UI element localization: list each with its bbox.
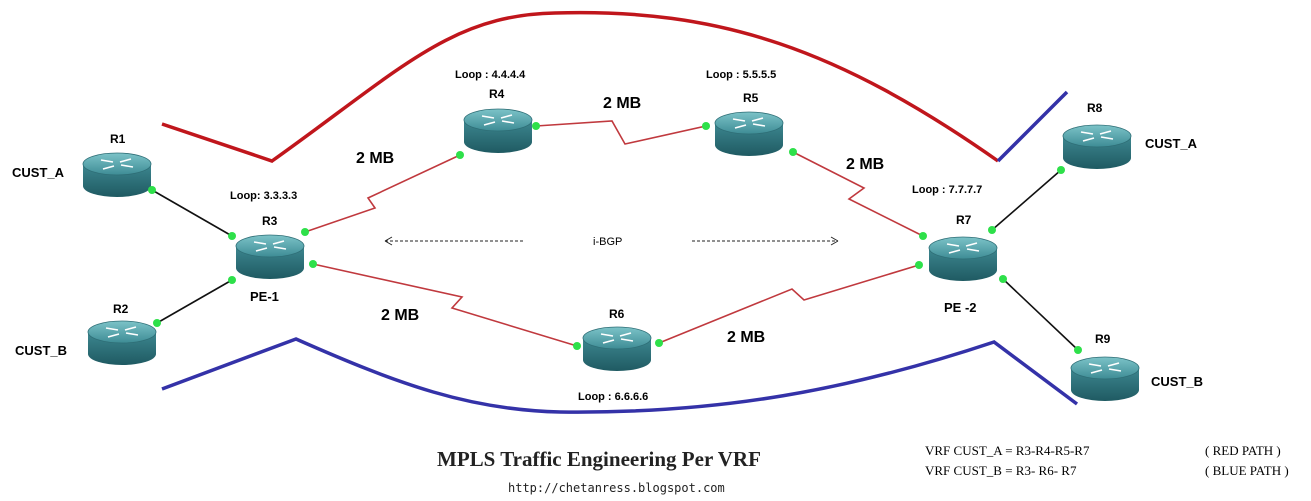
router-r5 — [714, 111, 784, 157]
r5-label: R5 — [743, 91, 759, 105]
port-dot — [532, 122, 540, 130]
router-r7 — [928, 236, 998, 282]
r3-label: R3 — [262, 214, 278, 228]
red-path-blue-tail — [996, 90, 1069, 163]
r6-loop-label: Loop : 6.6.6.6 — [578, 391, 648, 403]
r1-cust-label: CUST_A — [12, 165, 65, 180]
port-dot — [702, 122, 710, 130]
source-url: http://chetanress.blogspot.com — [508, 481, 725, 495]
r7-pe-label: PE -2 — [944, 300, 977, 315]
port-dot — [1074, 346, 1082, 354]
port-dot — [228, 232, 236, 240]
r8-cust-label: CUST_A — [1145, 136, 1198, 151]
r7-loop-label: Loop : 7.7.7.7 — [912, 184, 982, 196]
r5-loop-label: Loop : 5.5.5.5 — [706, 69, 776, 81]
r8-label: R8 — [1087, 101, 1103, 115]
router-r4 — [463, 108, 533, 154]
port-dot — [228, 276, 236, 284]
port-dot — [915, 261, 923, 269]
ibgp-label: i-BGP — [593, 236, 622, 248]
r7-label: R7 — [956, 213, 972, 227]
link-r5-r7-bandwidth: 2 MB — [846, 156, 884, 173]
router-r3 — [235, 234, 305, 280]
legend-path-b: ( BLUE PATH ) — [1205, 463, 1289, 478]
router-r6 — [582, 326, 652, 372]
port-dot — [789, 148, 797, 156]
port-dot — [456, 151, 464, 159]
port-dot — [148, 186, 156, 194]
port-dot — [301, 228, 309, 236]
link-r1-r3 — [151, 189, 233, 237]
r2-cust-label: CUST_B — [15, 343, 67, 358]
port-dot — [655, 339, 663, 347]
link-r3-r4-bandwidth: 2 MB — [356, 150, 394, 167]
r6-label: R6 — [609, 307, 625, 321]
ibgp-arrowhead-right — [830, 236, 839, 246]
blue-path-curve — [161, 337, 1079, 414]
legend-vrf-b: VRF CUST_B = R3- R6- R7 — [925, 463, 1077, 478]
r9-label: R9 — [1095, 332, 1111, 346]
r4-loop-label: Loop : 4.4.4.4 — [455, 69, 526, 81]
router-r2 — [87, 320, 157, 366]
port-dot — [919, 232, 927, 240]
link-r4-r5-bandwidth: 2 MB — [603, 95, 641, 112]
link-r5-r7 — [792, 151, 924, 237]
port-dot — [988, 226, 996, 234]
link-r3-r4 — [304, 154, 461, 233]
port-dot — [153, 319, 161, 327]
router-r9 — [1070, 356, 1140, 402]
r1-label: R1 — [110, 132, 126, 146]
r3-loop-label: Loop: 3.3.3.3 — [230, 190, 297, 202]
link-r7-r8 — [991, 169, 1062, 231]
diagram-title: MPLS Traffic Engineering Per VRF — [437, 447, 761, 471]
r9-cust-label: CUST_B — [1151, 374, 1203, 389]
legend-path-a: ( RED PATH ) — [1205, 443, 1281, 458]
router-r8 — [1062, 124, 1132, 170]
port-dot — [309, 260, 317, 268]
link-r4-r5 — [535, 120, 707, 145]
r3-pe-label: PE-1 — [250, 289, 279, 304]
link-r6-r7-bandwidth: 2 MB — [727, 329, 765, 346]
red-path-curve — [161, 10, 1000, 163]
router-r1 — [82, 152, 152, 198]
port-dots — [148, 122, 1082, 354]
port-dot — [999, 275, 1007, 283]
port-dot — [1057, 166, 1065, 174]
link-r7-r9 — [1002, 278, 1079, 351]
link-r3-r6 — [312, 263, 578, 347]
ibgp-arrowhead-left — [384, 236, 393, 246]
legend-vrf-a: VRF CUST_A = R3-R4-R5-R7 — [925, 443, 1090, 458]
r4-label: R4 — [489, 87, 505, 101]
link-r6-r7 — [658, 264, 920, 344]
link-r3-r6-bandwidth: 2 MB — [381, 307, 419, 324]
link-r2-r3 — [156, 279, 233, 324]
port-dot — [573, 342, 581, 350]
r2-label: R2 — [113, 302, 129, 316]
